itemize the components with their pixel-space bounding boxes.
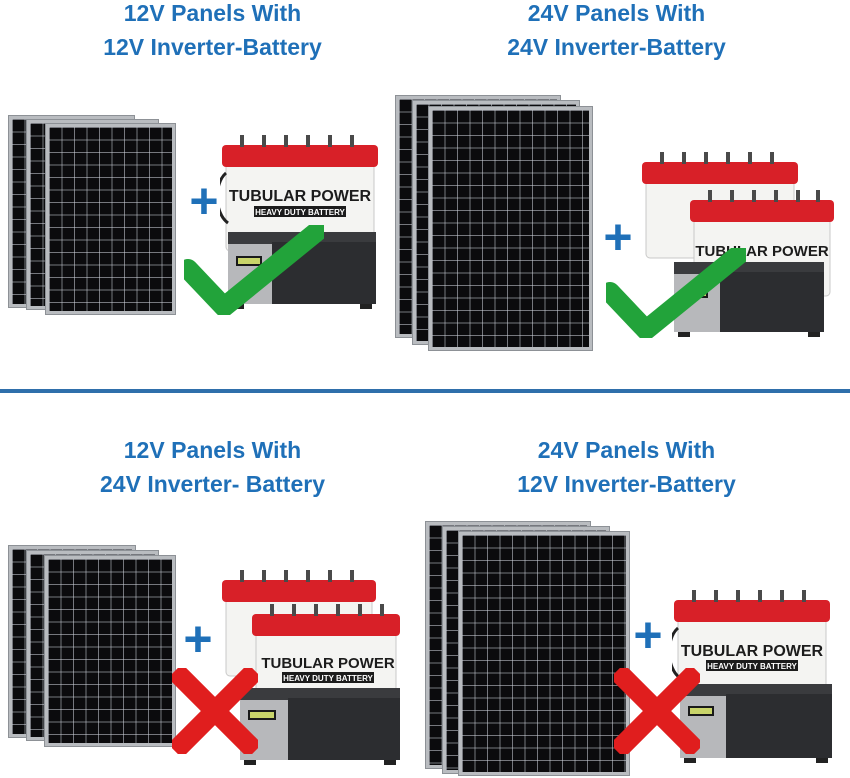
heading-line-1: 12V Panels With xyxy=(123,0,302,26)
battery-subtitle-label: HEAVY DUTY BATTERY xyxy=(707,662,797,671)
check-mark-icon xyxy=(184,225,324,315)
solar-panel xyxy=(458,531,630,776)
battery-brand-label: TUBULAR POWER xyxy=(229,188,372,205)
solar-panel xyxy=(45,123,176,315)
cross-mark-icon xyxy=(172,668,258,754)
check-mark-icon xyxy=(606,248,746,338)
battery-brand-label: TUBULAR POWER xyxy=(681,643,824,660)
battery-icon: TUBULAR POWER HEAVY DUTY BATTERY xyxy=(672,590,830,697)
battery-subtitle-label: HEAVY DUTY BATTERY xyxy=(255,208,345,217)
battery-subtitle-label: HEAVY DUTY BATTERY xyxy=(283,674,373,683)
heading-12v-panels-24v-battery: 12V Panels With 24V Inverter- Battery xyxy=(0,433,425,501)
plus-icon: + xyxy=(603,209,633,265)
inverter-icon xyxy=(240,688,400,765)
heading-line-1: 12V Panels With xyxy=(123,437,302,463)
heading-line-1: 24V Panels With xyxy=(537,437,716,463)
heading-12v-panels-12v-battery: 12V Panels With 12V Inverter-Battery xyxy=(0,0,425,64)
solar-panel xyxy=(428,106,593,351)
section-divider xyxy=(0,389,850,393)
heading-line-2: 12V Inverter-Battery xyxy=(517,471,736,497)
heading-line-1: 24V Panels With xyxy=(527,0,706,26)
plus-icon: + xyxy=(183,611,213,667)
cross-mark-icon xyxy=(614,668,700,754)
battery-icon: TUBULAR POWER HEAVY DUTY BATTERY xyxy=(220,135,378,252)
battery-brand-label: TUBULAR POWER xyxy=(261,655,394,672)
heading-24v-panels-12v-battery: 24V Panels With 12V Inverter-Battery xyxy=(414,433,839,501)
plus-icon: + xyxy=(189,173,219,229)
solar-panel xyxy=(44,555,176,747)
heading-line-2: 12V Inverter-Battery xyxy=(103,34,322,60)
heading-line-2: 24V Inverter-Battery xyxy=(507,34,726,60)
plus-icon: + xyxy=(633,607,663,663)
heading-line-2: 24V Inverter- Battery xyxy=(100,471,325,497)
inverter-icon xyxy=(680,684,832,763)
heading-24v-panels-24v-battery: 24V Panels With 24V Inverter-Battery xyxy=(404,0,829,64)
